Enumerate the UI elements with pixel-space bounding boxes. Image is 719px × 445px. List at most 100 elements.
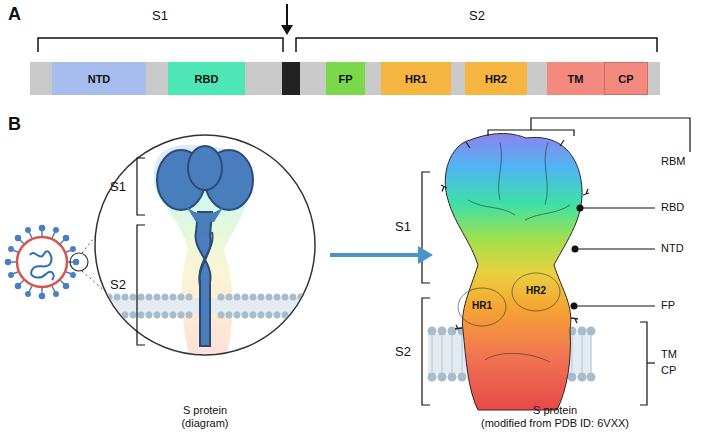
virus-icon [71,247,75,251]
figure-caption: S protein (diagram) [181,404,228,430]
membrane [428,373,437,382]
membrane-heads [306,312,313,319]
membrane [448,373,457,382]
membrane [587,327,596,336]
domain-segment: TM [547,62,604,95]
transition-arrow [330,253,420,257]
leader-dot [572,246,579,253]
membrane-heads [274,312,281,319]
virus-icon [29,232,32,238]
zoom-circle [95,135,315,360]
figure-caption: S protein (modified from PDB ID: 6VXX) [481,404,629,430]
spike-surface [445,134,582,410]
domain-bracket [38,38,657,52]
membrane-heads [234,312,241,319]
spike-surface [545,142,548,205]
leader-line [488,130,574,136]
domain-label: NTD [88,73,111,85]
membrane [448,327,457,336]
membrane-heads [122,312,129,319]
membrane [438,327,447,336]
domain-label: HR1 [472,300,492,312]
membrane-heads [298,294,305,301]
membrane-heads [106,312,113,319]
membrane [442,336,443,372]
membrane [428,327,437,336]
leader-line [640,322,647,405]
membrane-heads [122,294,129,301]
membrane-heads [154,312,161,319]
structure-label: RBM [661,155,685,168]
domain-label: HR1 [405,73,427,85]
virus-icon [16,236,21,241]
virus-icon [26,292,30,296]
leader-line [647,362,655,363]
domain-segment: HR2 [465,62,527,95]
virus-icon [26,228,30,232]
virus-icon [9,247,13,251]
membrane-heads [242,294,249,301]
domain-segment: HR1 [381,62,451,95]
virus-icon [29,286,32,292]
spike-diagram [196,212,212,346]
membrane-heads [266,312,273,319]
subunit-label: S2 [469,8,485,24]
virus-icon [9,273,13,277]
zoom-marker [70,253,88,271]
membrane-heads [250,294,257,301]
membrane-heads [106,294,113,301]
membrane-heads [186,294,193,301]
membrane-heads [258,294,265,301]
virus-icon [40,226,45,231]
membrane-heads [130,294,137,301]
membrane [462,336,463,372]
membrane-heads [178,312,185,319]
structure-label: NTD [661,242,684,255]
virus-icon [54,228,58,232]
leader-line [575,248,655,249]
membrane-heads [274,294,281,301]
membrane-heads [306,294,313,301]
membrane [438,373,447,382]
spike-diagram [186,206,224,222]
leader-dot [577,205,584,212]
structure-label: TM [661,348,677,361]
membrane-heads [282,312,289,319]
virus-icon [52,286,55,292]
membrane-heads [146,312,153,319]
membrane-heads [162,312,169,319]
membrane-heads [298,312,305,319]
virus-icon [17,237,67,287]
domain-label: CP [618,73,633,85]
cleavage-arrow [286,4,288,26]
membrane-heads [234,294,241,301]
membrane-heads [178,294,185,301]
membrane-heads [290,312,297,319]
domain-label: FP [338,73,352,85]
spike-surface [499,142,502,200]
membrane [578,373,587,382]
domain-bar [282,62,300,95]
subunit-label: S1 [152,8,168,24]
virus-icon [71,273,75,277]
virus-icon [40,294,45,299]
structure-label: CP [661,364,676,377]
membrane [432,336,433,372]
membrane-heads [170,312,177,319]
spike-surface [455,325,462,329]
subunit-bracket [137,158,145,215]
cleavage-arrow [281,4,293,35]
leader-dot [571,205,584,310]
domain-segment: NTD [52,62,146,95]
membrane [587,373,596,382]
spike-surface [512,273,560,311]
domain-bracket [38,38,283,52]
membrane [578,327,587,336]
spike-surface [571,318,578,323]
spike-surface [525,205,570,220]
spike-surface [560,140,564,146]
domain-bracket [296,38,657,52]
panel-letter: A [8,4,21,26]
domain-bar [30,62,660,95]
virus-icon [6,226,79,299]
